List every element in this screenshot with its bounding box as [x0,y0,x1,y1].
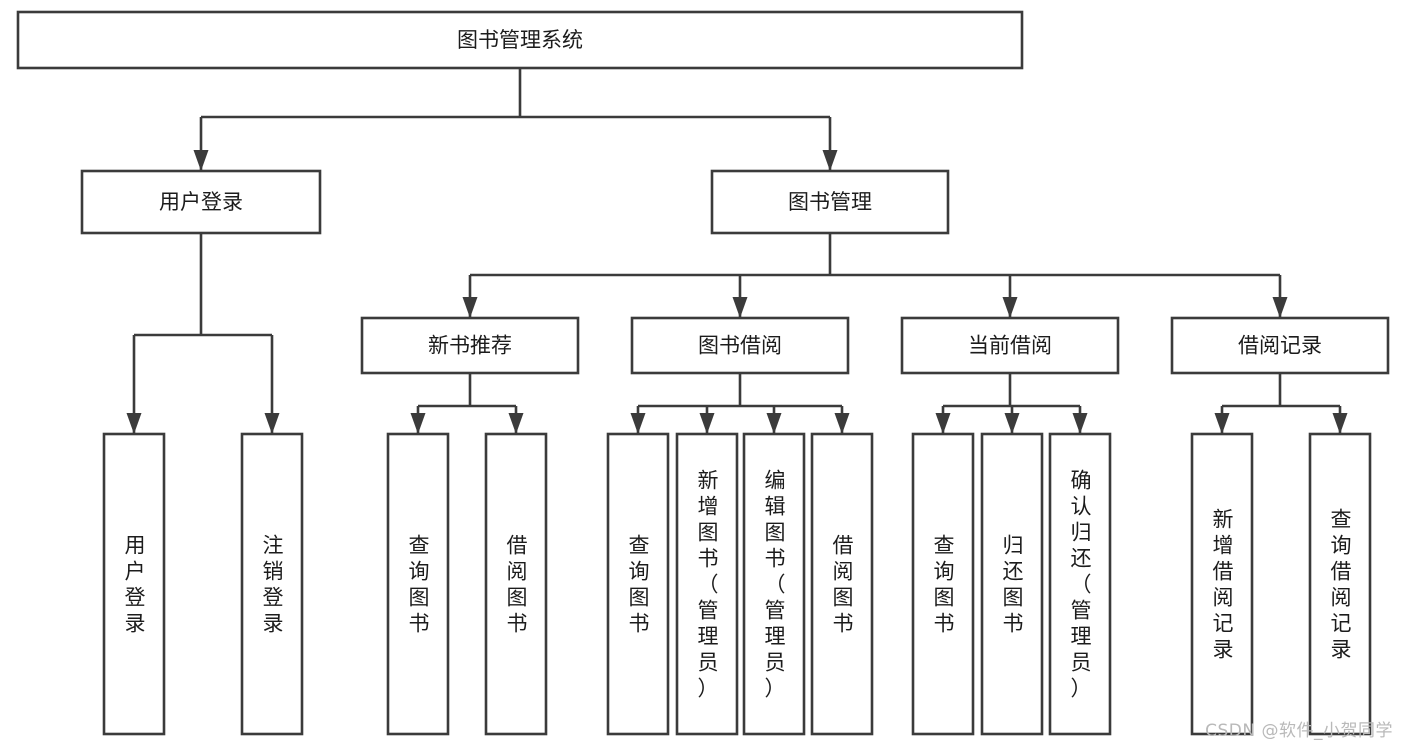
node-box-leaf-query-book-borrow [606,432,670,736]
node-box-leaf-borrow-book-recommend [484,432,548,736]
arrow-head-icon-leaf-query-book-recommend [410,413,426,434]
node-leaf-add-borrow-record[interactable]: 新增借阅记录 [1190,432,1254,736]
node-box-borrow-record [1170,316,1390,375]
arrow-head-icon-leaf-confirm-return [1072,413,1088,434]
node-label-leaf-edit-book: 编辑图书（管理员） [765,468,786,700]
node-box-leaf-user-login [102,432,166,736]
node-label-root: 图书管理系统 [457,28,583,52]
node-box-leaf-query-borrow-record [1308,432,1372,736]
arrow-head-icon-leaf-query-book-current [935,413,951,434]
arrow-head-icon-leaf-add-book [699,413,715,434]
node-label-leaf-confirm-return: 确认归还（管理员） [1071,468,1092,700]
node-box-new-book-recommend [360,316,580,375]
arrow-head-icon-book-borrow [732,297,748,318]
arrow-head-icon-leaf-add-borrow-record [1214,413,1230,434]
arrow-head-icon-leaf-logout [264,413,280,434]
node-box-leaf-confirm-return [1048,432,1112,736]
node-box-current-borrow [900,316,1120,375]
arrow-head-icon-leaf-edit-book [766,413,782,434]
node-box-book-borrow [630,316,850,375]
arrow-head-icon-user-login [193,150,209,171]
arrow-head-icon-leaf-query-borrow-record [1332,413,1348,434]
node-root[interactable]: 图书管理系统 [16,10,1024,70]
arrow-head-icon-current-borrow [1002,297,1018,318]
node-label-leaf-borrow-book-recommend: 借阅图书 [507,533,528,635]
arrow-head-icon-leaf-borrow-book-recommend [508,413,524,434]
node-label-leaf-query-book-current: 查询图书 [934,533,955,635]
arrow-head-icon-borrow-record [1272,297,1288,318]
arrow-head-icon-new-book-recommend [462,297,478,318]
node-box-leaf-query-book-current [911,432,975,736]
node-label-book-manage: 图书管理 [788,190,872,214]
node-label-leaf-query-book-recommend: 查询图书 [409,533,430,635]
node-box-leaf-add-book [675,432,739,736]
node-user-login[interactable]: 用户登录 [80,169,322,235]
node-label-leaf-user-login: 用户登录 [125,533,146,635]
connector-lines-group [126,68,1348,434]
node-leaf-borrow-book[interactable]: 借阅图书 [810,432,874,736]
node-label-leaf-add-borrow-record: 新增借阅记录 [1213,507,1234,661]
node-label-borrow-record: 借阅记录 [1238,334,1322,358]
node-book-borrow[interactable]: 图书借阅 [630,316,850,375]
node-box-leaf-edit-book [742,432,806,736]
node-label-user-login: 用户登录 [159,190,243,214]
arrow-head-icon-leaf-user-login [126,413,142,434]
node-box-leaf-borrow-book [810,432,874,736]
node-leaf-query-borrow-record[interactable]: 查询借阅记录 [1308,432,1372,736]
arrow-head-icon-leaf-borrow-book [834,413,850,434]
node-leaf-edit-book[interactable]: 编辑图书（管理员） [742,432,806,736]
arrow-head-icon-leaf-return-book [1004,413,1020,434]
node-leaf-query-book-recommend[interactable]: 查询图书 [386,432,450,736]
node-current-borrow[interactable]: 当前借阅 [900,316,1120,375]
node-label-leaf-query-borrow-record: 查询借阅记录 [1331,507,1352,661]
arrow-head-icon-book-manage [822,150,838,171]
node-leaf-return-book[interactable]: 归还图书 [980,432,1044,736]
node-leaf-confirm-return[interactable]: 确认归还（管理员） [1048,432,1112,736]
node-book-manage[interactable]: 图书管理 [710,169,950,235]
node-leaf-query-book-current[interactable]: 查询图书 [911,432,975,736]
nodes-group: 图书管理系统用户登录图书管理新书推荐图书借阅当前借阅借阅记录用户登录注销登录查询… [16,10,1390,736]
node-box-book-manage [710,169,950,235]
node-box-leaf-logout [240,432,304,736]
node-box-root [16,10,1024,70]
node-label-leaf-query-book-borrow: 查询图书 [629,533,650,635]
node-label-book-borrow: 图书借阅 [698,334,782,358]
node-borrow-record[interactable]: 借阅记录 [1170,316,1390,375]
node-leaf-user-login[interactable]: 用户登录 [102,432,166,736]
csdn-watermark: CSDN @软件_小贺同学 [1205,721,1393,741]
node-leaf-add-book[interactable]: 新增图书（管理员） [675,432,739,736]
node-box-leaf-return-book [980,432,1044,736]
node-label-leaf-logout: 注销登录 [263,533,284,635]
node-leaf-logout[interactable]: 注销登录 [240,432,304,736]
node-label-leaf-return-book: 归还图书 [1003,533,1024,635]
node-leaf-borrow-book-recommend[interactable]: 借阅图书 [484,432,548,736]
arrow-head-icon-leaf-query-book-borrow [630,413,646,434]
node-box-leaf-add-borrow-record [1190,432,1254,736]
node-label-current-borrow: 当前借阅 [968,334,1052,358]
node-new-book-recommend[interactable]: 新书推荐 [360,316,580,375]
node-box-leaf-query-book-recommend [386,432,450,736]
node-label-new-book-recommend: 新书推荐 [428,334,512,358]
node-box-user-login [80,169,322,235]
node-label-leaf-add-book: 新增图书（管理员） [698,468,719,700]
node-leaf-query-book-borrow[interactable]: 查询图书 [606,432,670,736]
node-label-leaf-borrow-book: 借阅图书 [833,533,854,635]
